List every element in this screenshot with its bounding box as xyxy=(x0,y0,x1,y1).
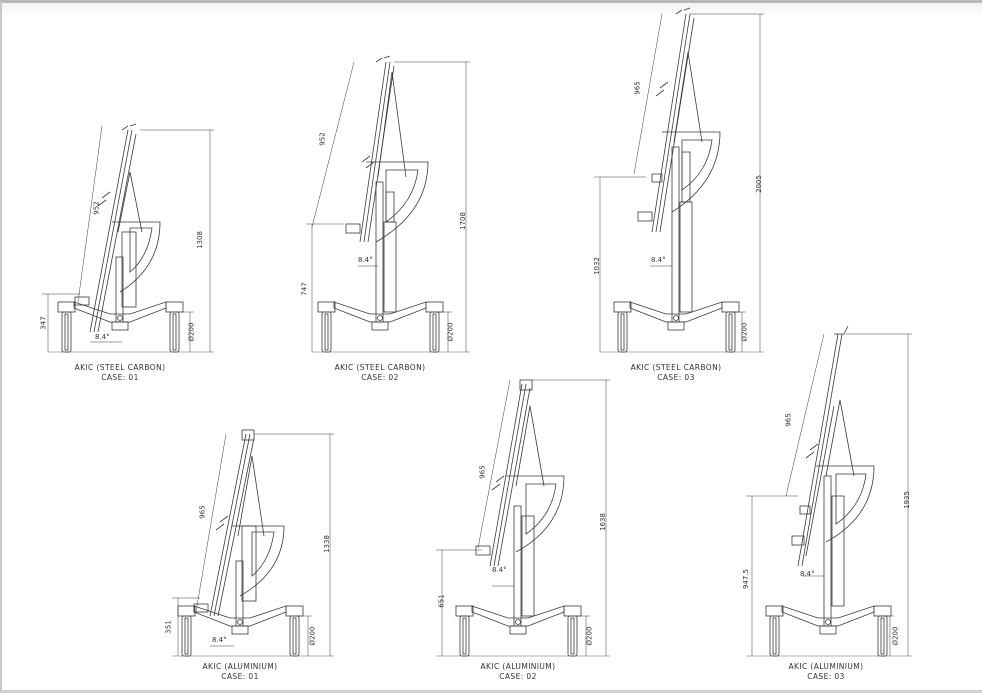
caption-case: CASE: 02 xyxy=(361,373,399,382)
dim-base-height: 747 xyxy=(300,282,309,296)
dim-arm-length: 952 xyxy=(318,132,327,146)
caption-title: AKIC (STEEL CARBON) xyxy=(630,363,722,372)
dim-total-height: 1638 xyxy=(598,513,607,531)
dim-arm-length: 952 xyxy=(92,201,101,215)
dim-angle: 8.4° xyxy=(492,566,507,574)
dim-total-height: 1935 xyxy=(902,491,911,509)
figure-aluminium-case-02 xyxy=(436,379,610,657)
caption-aluminium-case-02: AKIC (ALUMINIUM) CASE: 02 xyxy=(438,662,598,682)
dim-angle: 8.4° xyxy=(358,256,373,264)
dim-total-height: 1338 xyxy=(322,535,331,553)
dim-arm-length: 965 xyxy=(198,505,207,519)
caption-steel-case-02: AKIC (STEEL CARBON) CASE: 02 xyxy=(300,363,460,383)
caption-case: CASE: 01 xyxy=(221,672,259,681)
dim-wheel-diameter: Ø200 xyxy=(187,322,196,342)
dim-angle: 8.4° xyxy=(212,636,227,644)
caption-steel-case-01: AKIC (STEEL CARBON) CASE: 01 xyxy=(40,363,200,383)
dim-wheel-diameter: Ø200 xyxy=(446,322,455,342)
caption-title: AKIC (STEEL CARBON) xyxy=(74,363,166,372)
dim-base-height: 351 xyxy=(164,620,173,634)
caption-title: AKIC (ALUMINIUM) xyxy=(480,662,556,671)
figure-steel-case-01 xyxy=(42,123,214,353)
dim-angle: 8.4° xyxy=(651,256,666,264)
figure-aluminium-case-03 xyxy=(746,325,912,657)
figure-steel-case-03 xyxy=(594,7,764,353)
caption-case: CASE: 02 xyxy=(499,672,537,681)
dim-wheel-diameter: Ø200 xyxy=(585,626,594,646)
dim-base-height: 947.5 xyxy=(742,568,751,590)
caption-aluminium-case-01: AKIC (ALUMINIUM) CASE: 01 xyxy=(160,662,320,682)
dim-total-height: 1708 xyxy=(458,212,467,230)
caption-case: CASE: 03 xyxy=(657,373,695,382)
dim-angle: 8.4° xyxy=(95,333,110,341)
dim-arm-length: 965 xyxy=(784,413,793,427)
dim-arm-length: 965 xyxy=(478,465,487,479)
caption-case: CASE: 01 xyxy=(101,373,139,382)
dim-total-height: 1308 xyxy=(195,231,204,249)
caption-steel-case-03: AKIC (STEEL CARBON) CASE: 03 xyxy=(596,363,756,383)
caption-aluminium-case-03: AKIC (ALUMINIUM) CASE: 03 xyxy=(746,662,906,682)
caption-case: CASE: 03 xyxy=(807,672,845,681)
dim-total-height: 2005 xyxy=(754,175,763,193)
figure-aluminium-case-01 xyxy=(172,429,334,657)
dim-angle: 8.4° xyxy=(800,570,815,578)
caption-title: AKIC (ALUMINIUM) xyxy=(202,662,278,671)
caption-title: AKIC (STEEL CARBON) xyxy=(334,363,426,372)
dim-base-height: 651 xyxy=(437,594,446,608)
figure-steel-case-02 xyxy=(306,55,470,353)
dim-arm-length: 965 xyxy=(633,81,642,95)
dim-base-height: 1032 xyxy=(592,257,601,275)
dim-base-height: 347 xyxy=(39,316,48,330)
dim-wheel-diameter: Ø200 xyxy=(308,626,317,646)
dim-wheel-diameter: Ø200 xyxy=(740,322,749,342)
caption-title: AKIC (ALUMINIUM) xyxy=(788,662,864,671)
dim-wheel-diameter: Ø200 xyxy=(891,626,900,646)
